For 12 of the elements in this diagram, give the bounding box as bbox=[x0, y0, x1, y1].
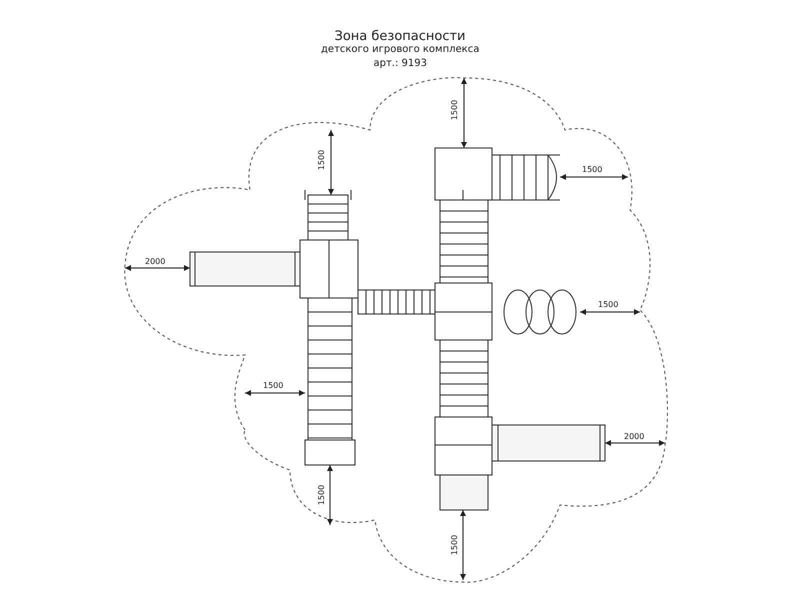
dimension-label: 2000 bbox=[145, 258, 166, 266]
subtitle: детского игрового комплекса bbox=[321, 45, 480, 55]
dimension-label: 1500 bbox=[451, 534, 460, 556]
title: Зона безопасности bbox=[334, 30, 466, 42]
dimension-label: 1500 bbox=[598, 301, 618, 309]
dimension-label: 1500 bbox=[263, 382, 284, 390]
dimension-label: 2000 bbox=[624, 433, 644, 441]
dimension-label: 1500 bbox=[318, 484, 326, 506]
dimension-label: 1500 bbox=[451, 100, 460, 120]
dimension-label: 1500 bbox=[318, 150, 326, 170]
dimension-label: 1500 bbox=[582, 166, 602, 174]
article-number: арт.: 9193 bbox=[374, 59, 427, 69]
